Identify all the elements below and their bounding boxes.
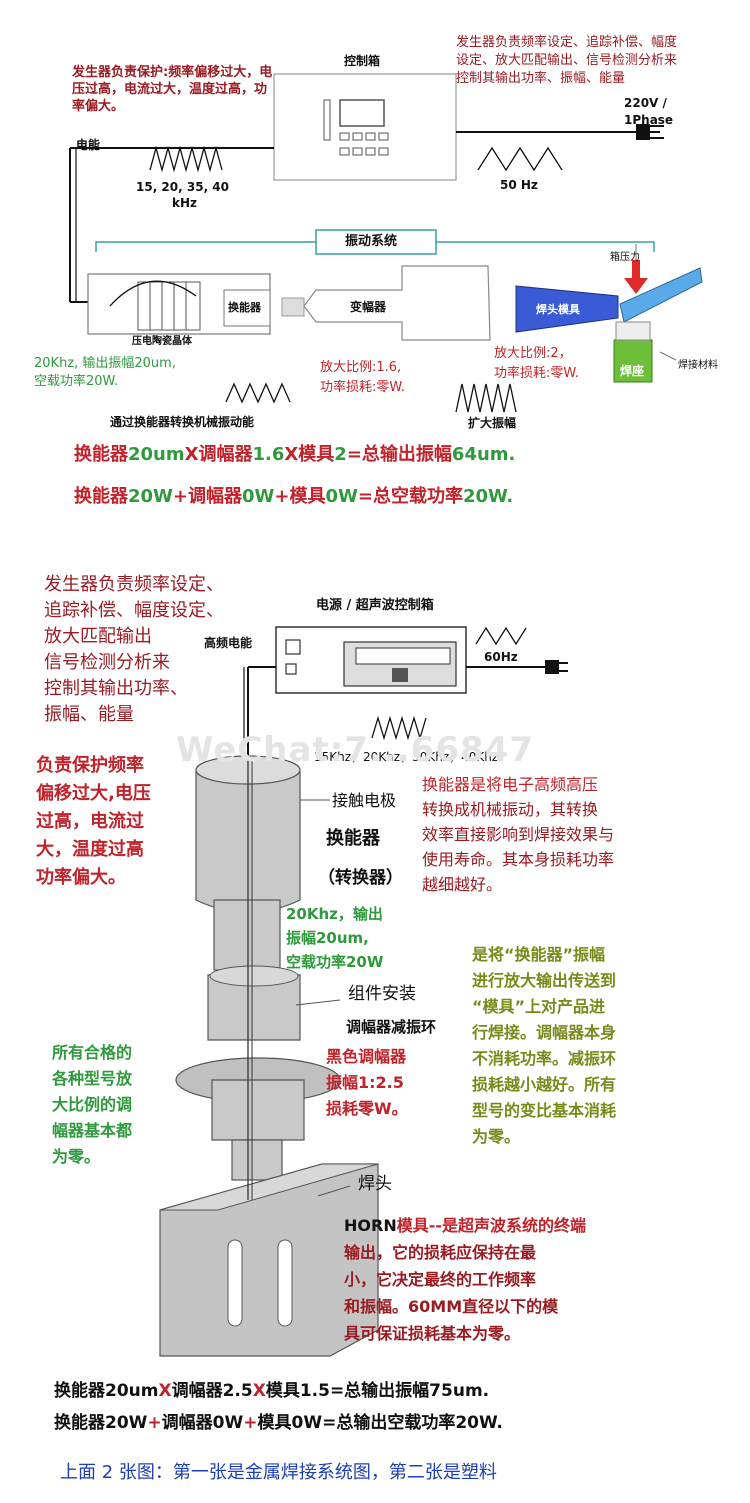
power-equation-2: 换能器20W+调幅器0W+模具0W=总输出空载功率20W.	[54, 1413, 503, 1433]
lf-wave-icon	[477, 146, 563, 172]
transducer-spec-lines: 20Khz，输出 振幅20um, 空载功率20W	[286, 905, 384, 971]
pressure-arrow-icon	[624, 260, 648, 294]
control-box-slider	[323, 99, 331, 141]
plug-icon-2	[545, 660, 559, 674]
weld-seat-label: 焊座	[620, 364, 645, 378]
protect-lines: 负责保护频率 偏移过大,电压 过高，电流过 大，温度过高 功率偏大。	[36, 755, 151, 888]
freq-label-1: 15, 20, 35, 40	[136, 180, 230, 194]
ratio-label: 振幅1:2.5	[326, 1073, 404, 1092]
transducer-label-2: 换能器	[326, 828, 380, 849]
vibration-system-label: 振动系统	[345, 234, 398, 249]
control-box-label: 控制箱	[344, 54, 381, 68]
piezo-label: 压电陶瓷晶体	[132, 336, 192, 347]
loss-label: 损耗零W。	[326, 1099, 408, 1118]
freq-line: 15Khz，20Khz，30Khz，40Khz	[314, 750, 499, 764]
amplified-wave-icon	[455, 383, 517, 413]
convert-caption: 通过换能器转换机械振动能	[110, 415, 255, 429]
transducer-label: 换能器	[228, 301, 261, 314]
pressure-label: 箱压力	[610, 252, 640, 263]
booster-label: 变幅器	[350, 300, 387, 314]
mech-wave-icon	[225, 382, 291, 404]
power-box-label: 电源 / 超声波控制箱	[316, 598, 434, 613]
power-label-1: 220V /	[624, 96, 667, 110]
horn-body	[515, 285, 619, 333]
transducer-spec-1: 20Khz, 输出振幅20um,	[34, 356, 176, 371]
weld-head-label: 焊头	[358, 1174, 392, 1194]
control-box-screen	[339, 99, 385, 127]
control-box	[273, 73, 457, 181]
power-equation-1: 换能器20W+调幅器0W+模具0W=总空载功率20W.	[74, 486, 514, 507]
top-protect-text: 发生器负责保护:频率偏移过大，电压过高，电流过大，温度过高，功率偏大。	[72, 65, 273, 114]
left-green-note: 所有合格的 各种型号放 大比例的调 幅器基本都 为零。	[52, 1043, 133, 1166]
top-generator-text: 发生器负责频率设定、追踪补偿、幅度设定、放大匹配输出、信号检测分析来控制其输出功…	[456, 35, 678, 86]
electric-label: 电能	[76, 138, 101, 152]
piezo-stack	[137, 281, 201, 331]
booster-spec-1: 放大比例:1.6,	[320, 360, 402, 375]
transducer-spec-2: 空载功率20W.	[34, 374, 119, 389]
watermark: WeChat:7...66847	[176, 730, 534, 770]
black-booster-label: 黑色调幅器	[326, 1047, 407, 1066]
horn-spec-2: 功率损耗:零W.	[494, 366, 579, 381]
control-box-buttons	[339, 132, 389, 156]
hf-wave-icon	[149, 145, 223, 173]
damping-ring-label: 调幅器减振环	[346, 1018, 437, 1036]
booster-body	[303, 265, 491, 341]
hz-label: 50 Hz	[500, 178, 538, 192]
amplitude-equation-2: 换能器20umX调幅器2.5X模具1.5=总输出振幅75um.	[54, 1381, 490, 1401]
horn-label: 焊头模具	[536, 303, 580, 316]
horn-spec-1: 放大比例:2，	[494, 346, 572, 361]
horn-desc: HORN模具--是超声波系统的终端 输出，它的损耗应保持在最 小，它决定最终的工…	[344, 1216, 586, 1343]
contact-electrode-label: 接触电极	[332, 791, 397, 810]
hz60-label: 60Hz	[484, 650, 518, 664]
freq-label-2: kHz	[172, 196, 198, 210]
hf-label: 高频电能	[204, 636, 253, 650]
vibration-system-box	[315, 229, 437, 255]
generator-lines: 发生器负责频率设定、 追踪补偿、幅度设定、 放大匹配输出 信号检测分析来 控制其…	[44, 574, 224, 725]
weld-material-label: 焊接材料	[678, 360, 718, 371]
wave-60hz-icon	[475, 626, 527, 646]
converter-label: （转换器）	[318, 868, 403, 888]
plug-icon	[636, 124, 650, 140]
weld-material	[619, 267, 703, 323]
wave-hf-icon	[371, 715, 427, 741]
caption: 上面 2 张图：第一张是金属焊接系统图，第二张是塑料	[60, 1462, 497, 1483]
assembly-label: 组件安装	[348, 984, 416, 1004]
booster-spec-2: 功率损耗:零W.	[320, 380, 405, 395]
horn-slot-1	[227, 1239, 243, 1327]
amplify-caption: 扩大振幅	[468, 416, 517, 430]
amplitude-equation-1: 换能器20umX调幅器1.6X模具2=总输出振幅64um.	[74, 444, 516, 465]
booster-desc: 是将“换能器”振幅 进行放大输出传送到 “模具”上对产品进 行焊接。调幅器本身 …	[472, 945, 617, 1146]
transducer-desc: 换能器是将电子高频高压 转换成机械振动，其转换 效率直接影响到焊接效果与 使用寿…	[422, 775, 615, 894]
horn-slot-2	[277, 1239, 293, 1327]
power-label-2: 1Phase	[624, 113, 674, 127]
